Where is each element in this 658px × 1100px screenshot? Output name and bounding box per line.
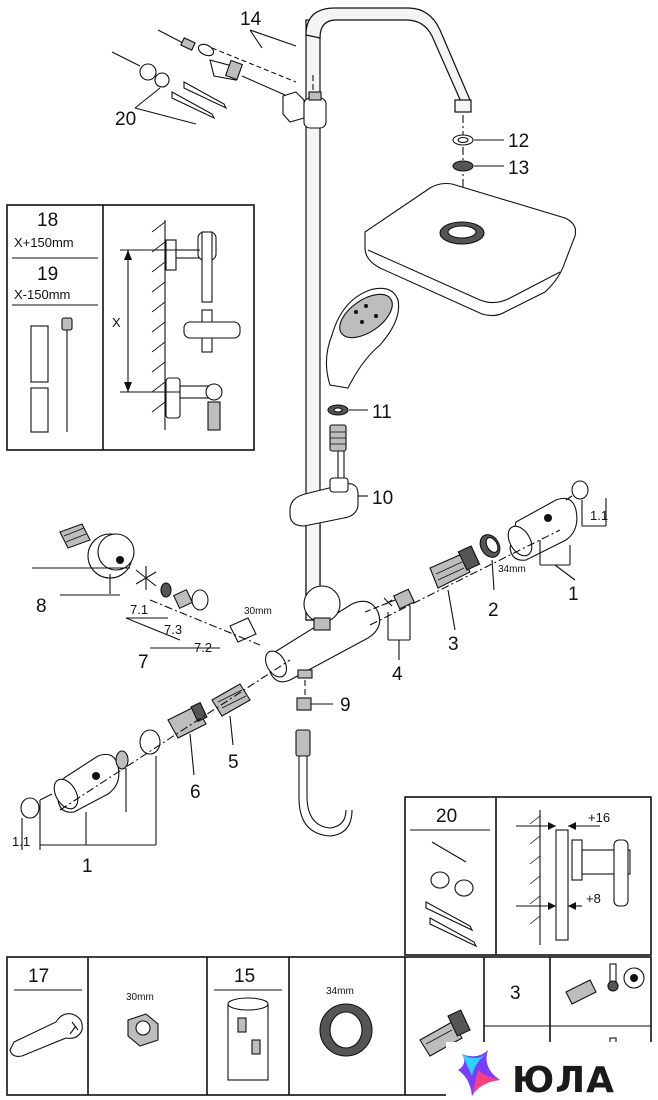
cartridge-tool — [419, 1009, 471, 1057]
label-7-1: 7.1 — [130, 602, 148, 617]
label-30mm-mixer: 30mm — [244, 606, 272, 617]
tools-row — [6, 956, 652, 1096]
label-1-right: 1 — [568, 584, 579, 605]
label-13: 13 — [508, 158, 529, 179]
hose-nut — [329, 424, 347, 482]
label-12: 12 — [508, 131, 529, 152]
label-19: 19 — [37, 264, 58, 285]
label-5: 5 — [228, 752, 239, 773]
label-8: 8 — [36, 596, 47, 617]
label-x: X — [112, 315, 121, 330]
thermostat-body — [264, 585, 396, 683]
hand-shower — [325, 287, 400, 389]
watermark-logo: ЮЛА — [446, 1042, 658, 1100]
label-10: 10 — [372, 488, 393, 509]
label-20-inset: 20 — [436, 806, 457, 827]
nut-30mm — [127, 1013, 159, 1047]
label-4: 4 — [392, 664, 403, 685]
hose — [295, 729, 353, 837]
label-3: 3 — [448, 634, 459, 655]
label-20-top: 20 — [115, 109, 136, 130]
cap-1-1-right — [565, 480, 589, 501]
wrench-17 — [9, 1013, 83, 1057]
ring-2 — [479, 534, 501, 558]
label-1-1-left: 1.1 — [12, 834, 30, 849]
label-7-2: 7.2 — [194, 640, 212, 655]
anchor-20-top — [111, 51, 228, 120]
label-1-1-right: 1.1 — [590, 508, 608, 523]
head-shower — [364, 182, 577, 317]
label-19-dim: X-150mm — [14, 287, 70, 302]
connector-8 — [59, 523, 91, 549]
cartridge-5 — [211, 683, 251, 717]
ring-34mm — [319, 1003, 373, 1057]
label-2: 2 — [488, 600, 499, 621]
label-7: 7 — [138, 652, 149, 673]
cartridge-6 — [167, 701, 208, 739]
connector-14 — [209, 59, 244, 81]
cap-1-1-left — [20, 793, 53, 819]
slider-10 — [289, 477, 368, 527]
rosette-8 — [87, 533, 135, 579]
washer-12 — [452, 134, 474, 146]
washer-14 — [197, 43, 215, 57]
label-14: 14 — [240, 9, 262, 30]
label-offset-16: +16 — [588, 810, 610, 825]
label-17: 17 — [28, 966, 49, 987]
label-6: 6 — [190, 782, 201, 803]
label-18-dim: X+150mm — [14, 235, 74, 250]
valve-4 — [383, 588, 415, 610]
label-15: 15 — [234, 966, 255, 987]
star-nut — [135, 566, 157, 590]
label-offset-8: +8 — [586, 891, 601, 906]
handle-left — [53, 753, 120, 813]
label-3-tools: 3 — [510, 983, 521, 1004]
inset-height-options — [6, 204, 255, 451]
cartridge-3 — [429, 545, 481, 589]
label-7-3: 7.3 — [164, 622, 182, 637]
washer-11 — [327, 404, 349, 416]
label-18: 18 — [37, 210, 58, 231]
label-1-left: 1 — [82, 856, 93, 877]
label-11: 11 — [372, 402, 392, 423]
label-wrench-30mm: 30mm — [126, 992, 154, 1003]
label-9: 9 — [340, 695, 351, 716]
wall-bracket-top — [282, 91, 327, 129]
fittings-7 — [160, 582, 257, 643]
label-34mm: 34mm — [498, 564, 526, 575]
tool-15 — [227, 997, 269, 1081]
washer-13 — [452, 160, 474, 172]
nut-9 — [296, 697, 333, 711]
ring-left — [115, 729, 161, 770]
screw-14 — [157, 29, 196, 51]
label-ring-34mm: 34mm — [326, 986, 354, 997]
logo-text: ЮЛА — [512, 1060, 615, 1100]
inset-wall-offset — [404, 796, 652, 956]
